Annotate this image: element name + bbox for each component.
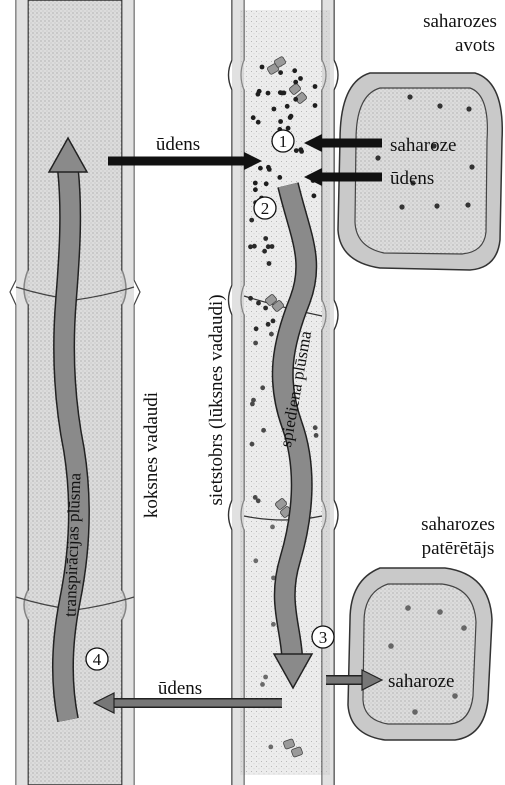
sucrose-particle (250, 402, 255, 407)
water-top-label: ūdens (156, 134, 200, 155)
sucrose-particle (270, 525, 275, 530)
step-4-marker: 4 (86, 648, 108, 670)
sucrose-particle (253, 341, 258, 346)
sucrose-particle (260, 65, 265, 70)
sucrose-particle (313, 425, 318, 430)
sucrose-particle (252, 244, 257, 249)
water-bottom-label: ūdens (158, 678, 202, 699)
sucrose-particle (256, 498, 261, 503)
phloem-label: sietstobrs (lūksnes vadaudi) (206, 294, 227, 505)
source-label-line1: saharozes (423, 11, 497, 32)
sucrose-particle (298, 147, 303, 152)
sucrose-particle (253, 187, 258, 192)
sucrose-particle (289, 114, 294, 119)
svg-text:4: 4 (93, 650, 102, 669)
sucrose-particle (248, 296, 253, 301)
sink-label-line1: saharozes (421, 514, 495, 535)
sucrose-particle (280, 91, 285, 96)
sink-label-line2: patērētājs (422, 538, 495, 559)
svg-text:3: 3 (319, 628, 328, 647)
svg-text:1: 1 (279, 132, 288, 151)
step-3-marker: 3 (312, 626, 334, 648)
sucrose-particle (271, 319, 276, 324)
sucrose-particle (257, 89, 262, 94)
sucrose-particle (313, 103, 318, 108)
sucrose-particle (298, 76, 303, 81)
sucrose-particle (256, 301, 261, 306)
sucrose-particle (266, 91, 271, 96)
sucrose-particle (251, 115, 256, 120)
sucrose-particle (292, 68, 297, 73)
sucrose-particle (313, 84, 318, 89)
sucrose-particle (271, 622, 276, 627)
sucrose-particle (294, 148, 299, 153)
sucrose-particle (256, 120, 261, 125)
sucrose-particle (293, 97, 298, 102)
sucrose-particle (277, 175, 282, 180)
sucrose-particle (267, 261, 272, 266)
sucrose-particle (269, 332, 274, 337)
step-1-marker: 1 (272, 130, 294, 152)
sucrose-particle (253, 181, 258, 186)
sucrose-particle (260, 385, 265, 390)
sucrose-particle (266, 165, 271, 170)
step-2-marker: 2 (254, 197, 276, 219)
sucrose-particle (263, 236, 268, 241)
xylem-label: koksnes vadaudi (141, 392, 162, 518)
sucrose-particle (263, 306, 268, 311)
sucrose-particle (260, 682, 265, 687)
sucrose-out-label: saharoze (388, 671, 454, 692)
sucrose-particle (278, 70, 283, 75)
sucrose-particle (261, 428, 266, 433)
sucrose-particle (254, 326, 259, 331)
source-label-line2: avots (455, 35, 495, 56)
sucrose-particle (253, 558, 258, 563)
sucrose-particle (262, 249, 267, 254)
sucrose-in-label: saharoze (390, 135, 456, 156)
sucrose-particle (285, 104, 290, 109)
sucrose-particle (268, 745, 273, 750)
sucrose-particle (312, 193, 317, 198)
sucrose-particle (293, 80, 298, 85)
sucrose-particle (278, 119, 283, 124)
sucrose-sink-cell (348, 568, 492, 740)
sucrose-particle (272, 107, 277, 112)
sucrose-particle (266, 322, 271, 327)
sucrose-particle (314, 433, 319, 438)
sucrose-particle (249, 218, 254, 223)
sucrose-particle (263, 675, 268, 680)
sucrose-particle (266, 244, 271, 249)
sucrose-particle (250, 442, 255, 447)
sucrose-particle (258, 166, 263, 171)
sucrose-particle (264, 181, 269, 186)
svg-text:2: 2 (261, 199, 270, 218)
water-in-label: ūdens (390, 168, 434, 189)
